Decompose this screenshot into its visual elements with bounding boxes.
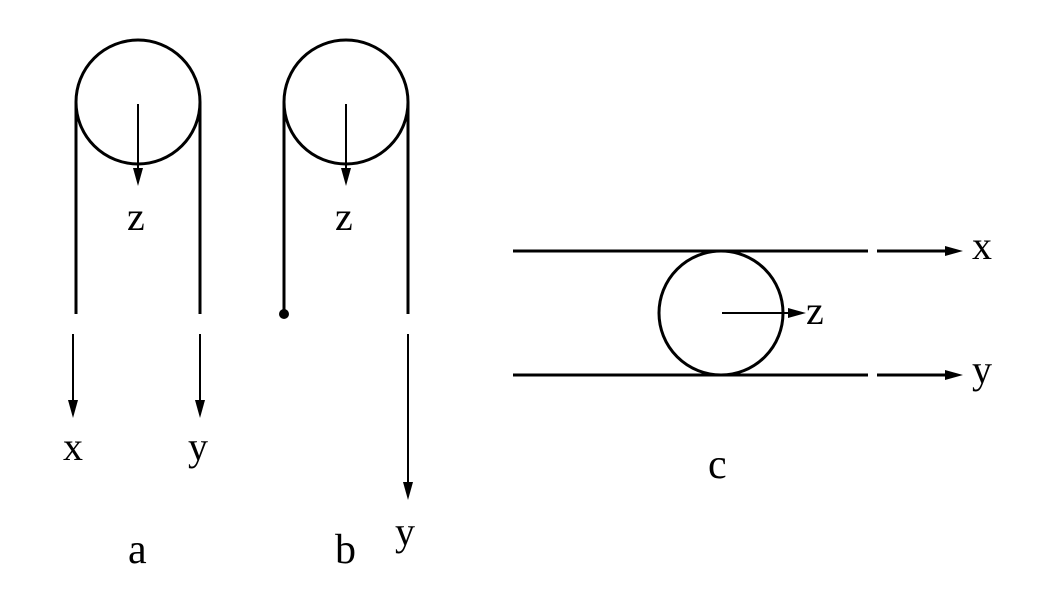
panel-c-x-arrowhead <box>945 246 963 256</box>
panel-c-x-label: x <box>972 223 992 268</box>
panel-a-y-label: y <box>188 424 208 469</box>
panel-a-y-arrowhead <box>195 400 205 418</box>
panel-b-y-label: y <box>395 509 415 554</box>
panel-a: z x y a <box>63 38 208 573</box>
panel-b-z-arrowhead <box>341 168 351 186</box>
panel-a-z-label: z <box>127 194 145 239</box>
panel-b-fixed-point <box>279 309 289 319</box>
panel-b-z-label: z <box>335 194 353 239</box>
panel-a-caption: a <box>128 527 147 573</box>
panel-c-z-arrowhead <box>788 308 806 318</box>
panel-c-y-label: y <box>972 347 992 392</box>
panel-a-x-label: x <box>63 424 83 469</box>
panel-a-x-arrowhead <box>68 400 78 418</box>
panel-c: x z y c <box>513 223 992 488</box>
panel-b: z y b <box>279 38 415 573</box>
panel-c-y-arrowhead <box>945 370 963 380</box>
panel-b-y-arrowhead <box>403 482 413 500</box>
panel-b-caption: b <box>335 527 356 573</box>
panel-a-z-arrowhead <box>133 168 143 186</box>
panel-c-caption: c <box>708 442 727 488</box>
panel-c-z-label: z <box>806 288 824 333</box>
